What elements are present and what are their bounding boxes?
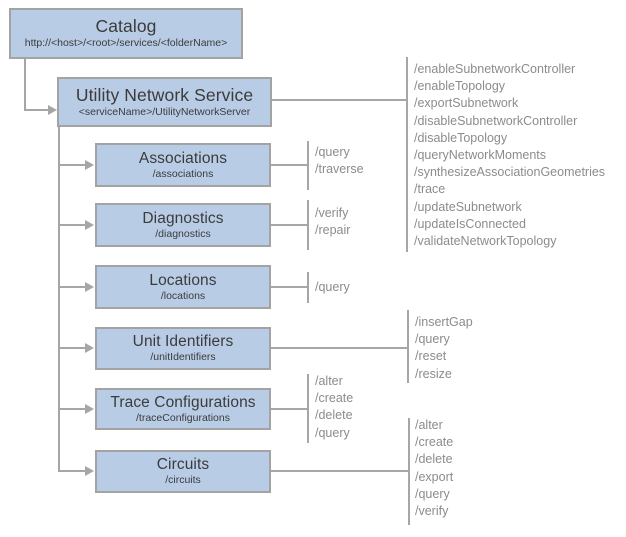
node-circuits: Circuits /circuits [95, 450, 271, 493]
connector-branch-trace-configurations [58, 408, 86, 410]
operation-label: /query [415, 486, 450, 501]
arrow-right-icon [85, 404, 94, 414]
node-catalog: Catalog http://<host>/<root>/services/<f… [9, 8, 243, 59]
arrow-right-icon [85, 343, 94, 353]
bracket-associations-operations [307, 141, 309, 190]
bracket-service-operations [406, 57, 408, 252]
operation-label: /updateSubnetwork [414, 199, 522, 214]
operation-label: /enableSubnetworkController [414, 62, 576, 76]
operation-label: /alter [415, 418, 443, 432]
operation-label: /exportSubnetwork [414, 96, 519, 111]
arrow-right-icon [48, 105, 57, 115]
node-title: Trace Configurations [110, 393, 256, 411]
node-subtitle: /circuits [165, 474, 201, 487]
node-subtitle: http://<host>/<root>/services/<folderNam… [24, 37, 228, 50]
node-subtitle: /diagnostics [155, 227, 211, 240]
connector-service-operations [272, 99, 406, 101]
connector-catalog-rail-vertical [24, 59, 26, 111]
operation-label: /export [415, 469, 454, 484]
operation-label: /repair [315, 223, 351, 238]
operation-label: /traverse [315, 162, 364, 177]
operation-label: /query [315, 425, 350, 440]
operation-label: /validateNetworkTopology [414, 234, 557, 249]
node-trace-configurations: Trace Configurations /traceConfiguration… [95, 388, 271, 430]
operations-list-service: /enableSubnetworkController/enableTopolo… [414, 61, 605, 250]
operation-label: /create [415, 435, 454, 450]
node-unit-identifiers: Unit Identifiers /unitIdentifiers [95, 327, 271, 370]
operations-list-circuits: /alter/create/delete/export/query/verify [415, 417, 453, 520]
node-title: Circuits [156, 456, 210, 474]
connector-locations-operations [271, 286, 307, 288]
arrow-right-icon [85, 282, 94, 292]
operation-label: /queryNetworkMoments [414, 148, 546, 163]
connector-catalog-rail-horizontal [24, 109, 49, 111]
operation-label: /alter [315, 374, 343, 388]
connector-trace-configurations-operations [271, 408, 307, 410]
bracket-diagnostics-operations [307, 200, 309, 250]
operation-label: /synthesizeAssociationGeometries [414, 165, 606, 180]
operation-label: /resize [415, 366, 452, 381]
operations-list-unit-identifiers: /insertGap/query/reset/resize [415, 314, 473, 383]
operation-label: /delete [315, 408, 353, 423]
node-subtitle: /associations [152, 167, 214, 180]
bracket-trace-configurations-operations [307, 374, 309, 443]
operation-label: /verify [315, 206, 349, 220]
operation-label: /delete [415, 452, 453, 467]
operations-list-diagnostics: /verify/repair [315, 205, 350, 239]
arrow-right-icon [85, 160, 94, 170]
bracket-circuits-operations [408, 418, 410, 525]
connector-branch-diagnostics [58, 224, 86, 226]
node-subtitle: <serviceName>/UtilityNetworkServer [78, 105, 251, 118]
node-title: Diagnostics [142, 209, 224, 227]
node-title: Utility Network Service [75, 84, 254, 105]
arrow-right-icon [85, 220, 94, 230]
bracket-locations-operations [307, 272, 309, 303]
operation-label: /verify [415, 504, 449, 519]
arrow-right-icon [85, 466, 94, 476]
node-subtitle: /traceConfigurations [136, 411, 230, 424]
operation-label: /insertGap [415, 315, 473, 329]
operations-list-locations: /query [315, 279, 350, 296]
connector-branch-circuits [58, 470, 86, 472]
node-subtitle: /locations [160, 289, 206, 302]
operation-label: /enableTopology [414, 79, 506, 94]
node-subtitle: /unitIdentifiers [150, 351, 216, 364]
connector-diagnostics-operations [271, 224, 307, 226]
connector-children-rail-vertical [58, 127, 60, 472]
operation-label: /query [415, 332, 450, 347]
operation-label: /query [315, 280, 350, 294]
node-title: Associations [138, 149, 228, 167]
node-utility-network-service: Utility Network Service <serviceName>/Ut… [57, 77, 272, 127]
node-associations: Associations /associations [95, 143, 271, 187]
connector-branch-unit-identifiers [58, 347, 86, 349]
node-locations: Locations /locations [95, 265, 271, 309]
bracket-unit-identifiers-operations [407, 310, 409, 383]
operations-list-associations: /query/traverse [315, 144, 364, 178]
operation-label: /disableSubnetworkController [414, 113, 578, 128]
connector-associations-operations [271, 164, 307, 166]
node-diagnostics: Diagnostics /diagnostics [95, 203, 271, 247]
connector-circuits-operations [271, 470, 408, 472]
operation-label: /trace [414, 182, 446, 197]
connector-branch-locations [58, 286, 86, 288]
node-title: Unit Identifiers [132, 333, 234, 351]
node-title: Catalog [95, 16, 157, 37]
operation-label: /reset [415, 349, 447, 364]
operation-label: /query [315, 145, 350, 159]
connector-branch-associations [58, 164, 86, 166]
operation-label: /create [315, 391, 354, 406]
node-title: Locations [149, 271, 217, 289]
operation-label: /updateIsConnected [414, 216, 526, 231]
operations-list-trace-configurations: /alter/create/delete/query [315, 373, 353, 442]
connector-unit-identifiers-operations [271, 347, 407, 349]
operation-label: /disableTopology [414, 130, 508, 145]
